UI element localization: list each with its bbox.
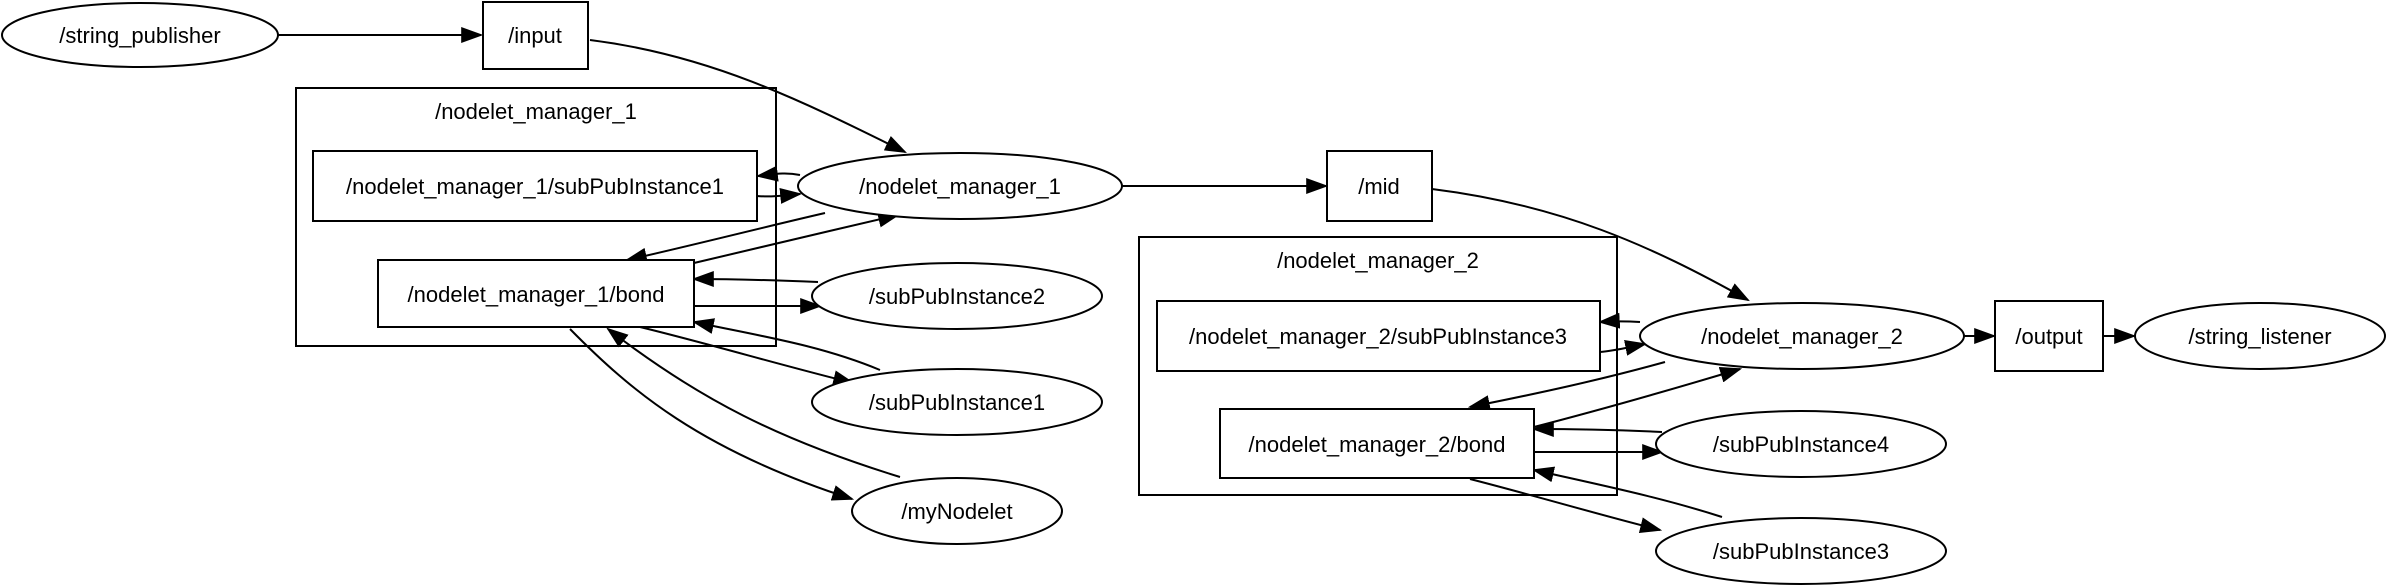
node-nm2-subpubinstance3[interactable]: /nodelet_manager_2/subPubInstance3: [1156, 300, 1601, 372]
edge-nm2-bond-to-nodelet-manager-2: [1533, 367, 1743, 428]
node-subpubinstance2[interactable]: /subPubInstance2: [811, 262, 1103, 330]
node-mid[interactable]: /mid: [1326, 150, 1433, 222]
node-nm1-bond-label: /nodelet_manager_1/bond: [408, 282, 665, 307]
node-nm2-bond-label: /nodelet_manager_2/bond: [1249, 432, 1506, 457]
node-subpubinstance1-label: /subPubInstance1: [869, 390, 1045, 415]
cluster-nodelet-manager-1: /nodelet_manager_1: [295, 87, 777, 347]
node-mynodelet[interactable]: /myNodelet: [851, 477, 1063, 545]
edge-nm2-subpubinstance3-to-nodelet-manager-2: [1599, 340, 1648, 356]
node-nodelet-manager-2-label: /nodelet_manager_2: [1701, 324, 1903, 349]
node-subpubinstance4-label: /subPubInstance4: [1713, 432, 1889, 457]
node-subpubinstance1[interactable]: /subPubInstance1: [811, 368, 1103, 436]
node-subpubinstance4[interactable]: /subPubInstance4: [1655, 410, 1947, 478]
edge-nm1-subpubinstance1-to-nodelet-manager-1: [756, 188, 803, 204]
edge-nodelet-manager-1-to-nm1-subpubinstance1: [755, 165, 801, 182]
node-input[interactable]: /input: [482, 1, 589, 70]
node-output-label: /output: [2015, 324, 2082, 349]
edges: [278, 27, 2137, 533]
node-input-label: /input: [508, 23, 562, 48]
node-string-publisher[interactable]: /string_publisher: [1, 2, 279, 68]
edge-mynodelet-to-nm1-bond: [606, 327, 901, 478]
node-subpubinstance3[interactable]: /subPubInstance3: [1655, 517, 1947, 585]
node-nm2-bond[interactable]: /nodelet_manager_2/bond: [1219, 408, 1535, 479]
node-nodelet-manager-2[interactable]: /nodelet_manager_2: [1639, 302, 1965, 370]
node-nodelet-manager-1-label: /nodelet_manager_1: [859, 174, 1061, 199]
edge-subpubinstance1-to-nm1-bond: [691, 318, 881, 371]
node-string-listener[interactable]: /string_listener: [2134, 302, 2386, 370]
node-mid-label: /mid: [1358, 174, 1400, 199]
node-subpubinstance3-label: /subPubInstance3: [1713, 539, 1889, 564]
edge-subpubinstance2-to-nm1-bond: [691, 271, 819, 288]
edge-nm2-bond-to-subpubinstance3: [1469, 478, 1663, 533]
edge-nodelet-manager-2-to-nm2-bond: [1467, 361, 1666, 411]
node-nodelet-manager-1[interactable]: /nodelet_manager_1: [797, 152, 1123, 220]
edge-subpubinstance4-to-nm2-bond: [1531, 421, 1663, 438]
node-mynodelet-label: /myNodelet: [901, 499, 1012, 524]
edge-nm1-bond-to-mynodelet: [569, 328, 855, 501]
node-string-listener-label: /string_listener: [2188, 324, 2331, 349]
edge-nodelet-manager-1-to-nm1-bond: [624, 212, 826, 264]
cluster-nodelet-manager-1-label: /nodelet_manager_1: [435, 99, 637, 124]
node-nm1-subpubinstance1[interactable]: /nodelet_manager_1/subPubInstance1: [312, 150, 758, 222]
node-output[interactable]: /output: [1994, 300, 2104, 372]
cluster-nodelet-manager-2-label: /nodelet_manager_2: [1277, 248, 1479, 273]
node-string-publisher-label: /string_publisher: [59, 23, 220, 48]
node-subpubinstance2-label: /subPubInstance2: [869, 284, 1045, 309]
edge-nm1-bond-to-nodelet-manager-1: [693, 211, 901, 264]
edge-subpubinstance3-to-nm2-bond: [1531, 466, 1723, 518]
node-nm2-subpubinstance3-label: /nodelet_manager_2/subPubInstance3: [1189, 324, 1567, 349]
edge-nm1-bond-to-subpubinstance1: [639, 326, 856, 387]
node-nm1-subpubinstance1-label: /nodelet_manager_1/subPubInstance1: [346, 174, 724, 199]
edge-mid-to-nodelet-manager-2: [1431, 188, 1750, 302]
edge-nodelet-manager-2-to-nm2-subpubinstance3: [1597, 312, 1641, 329]
cluster-nodelet-manager-2: /nodelet_manager_2: [1138, 236, 1618, 496]
edge-input-to-nodelet-manager-1: [589, 39, 907, 153]
node-nm1-bond[interactable]: /nodelet_manager_1/bond: [377, 259, 695, 328]
